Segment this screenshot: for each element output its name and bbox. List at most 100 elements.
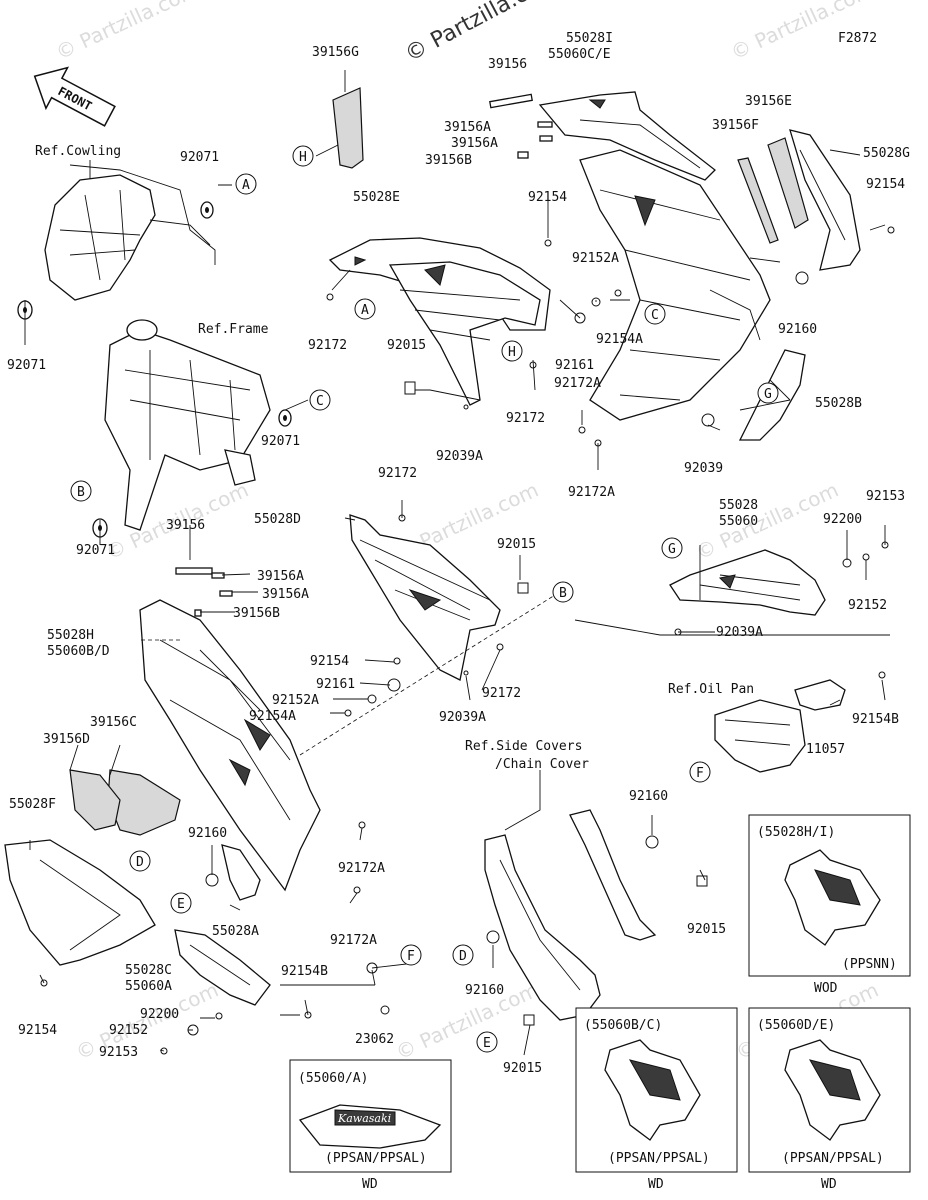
part-label: 39156G <box>312 45 359 60</box>
part-label: 55028F <box>9 797 56 812</box>
callout-F[interactable]: F <box>400 944 422 966</box>
callout-A[interactable]: A <box>235 173 257 195</box>
callout-H[interactable]: H <box>292 145 314 167</box>
part-label: 92154A <box>596 332 643 347</box>
part-label: 92153 <box>99 1045 138 1060</box>
callout-C[interactable]: C <box>309 389 331 411</box>
callout-F[interactable]: F <box>689 761 711 783</box>
side-cover-lower <box>484 834 601 1021</box>
svg-text:G: G <box>668 542 676 557</box>
callout-D[interactable]: D <box>452 944 474 966</box>
ref-oil-pan: Ref.Oil Pan <box>668 682 754 697</box>
part-label: 92154 <box>18 1023 57 1038</box>
part-label: 55028B <box>815 396 862 411</box>
part-label: 55060B/D <box>47 644 110 659</box>
inner-fairing-panel <box>579 149 771 421</box>
svg-text:(55060B/C): (55060B/C) <box>584 1018 662 1033</box>
svg-text:F: F <box>696 766 704 781</box>
side-cover-upper <box>569 809 657 941</box>
part-label: 92154B <box>281 964 328 979</box>
callout-B[interactable]: B <box>70 480 92 502</box>
oil-pan <box>714 699 806 773</box>
part-label: 39156C <box>90 715 137 730</box>
part-label: 55060C/E <box>548 47 611 62</box>
part-labels: 39156G 39156 55028I 55060C/E 39156A 3915… <box>7 31 910 1076</box>
part-label: 92071 <box>7 358 46 373</box>
part-label: 92152A <box>572 251 619 266</box>
part-label: 92153 <box>866 489 905 504</box>
part-label: 92200 <box>140 1007 179 1022</box>
part-label: 92160 <box>778 322 817 337</box>
strip-39156F <box>737 157 779 244</box>
part-label: 55028 <box>719 498 758 513</box>
svg-text:(PPSAN/PPSAL): (PPSAN/PPSAL) <box>782 1151 884 1166</box>
frame <box>104 319 271 531</box>
grommet-92071 <box>278 409 292 427</box>
callout-E[interactable]: E <box>476 1031 498 1053</box>
svg-text:H: H <box>508 345 516 360</box>
pad-39156G <box>332 87 364 169</box>
part-label: 92154A <box>249 709 296 724</box>
leader-lines <box>24 149 890 1056</box>
callout-H[interactable]: H <box>501 340 523 362</box>
svg-text:C: C <box>651 308 659 323</box>
svg-text:E: E <box>177 897 185 912</box>
callout-G[interactable]: G <box>757 382 779 404</box>
callout-E[interactable]: E <box>170 892 192 914</box>
svg-text:C: C <box>316 394 324 409</box>
svg-text:A: A <box>242 178 250 193</box>
ref-side-covers: Ref.Side Covers <box>465 739 582 754</box>
cowling-bracket <box>44 160 216 301</box>
svg-text:WOD: WOD <box>814 981 838 996</box>
part-label: 39156A <box>451 136 498 151</box>
part-label: 39156A <box>257 569 304 584</box>
part-label: 92154 <box>866 177 905 192</box>
part-label: 92152 <box>848 598 887 613</box>
callout-B[interactable]: B <box>552 581 574 603</box>
callout-A[interactable]: A <box>354 298 376 320</box>
part-label: 39156A <box>262 587 309 602</box>
svg-text:(55028H/I): (55028H/I) <box>757 825 835 840</box>
part-label: 55028G <box>863 146 910 161</box>
copyright-text: © Partzilla.com <box>401 0 563 67</box>
svg-text:(55060D/E): (55060D/E) <box>757 1018 835 1033</box>
callout-G[interactable]: G <box>661 537 683 559</box>
strip-39156A <box>537 121 553 128</box>
strip-39156A <box>539 135 553 142</box>
svg-text:D: D <box>459 949 467 964</box>
part-label: 39156D <box>43 732 90 747</box>
bracket-11057 <box>794 679 846 711</box>
part-label: 39156 <box>488 57 527 72</box>
part-label: 92154 <box>310 654 349 669</box>
part-label: 92161 <box>316 677 355 692</box>
part-label: 92152 <box>109 1023 148 1038</box>
grommet-92071 <box>200 201 214 219</box>
strip-39156 <box>489 93 533 109</box>
svg-text:F: F <box>407 949 415 964</box>
front-arrow-icon: FRONT <box>33 66 116 127</box>
svg-text:D: D <box>136 855 144 870</box>
strip-39156-left <box>175 567 213 575</box>
part-label: 39156 <box>166 518 205 533</box>
svg-text:WD: WD <box>821 1177 837 1192</box>
part-label: 92172A <box>338 861 385 876</box>
svg-text:H: H <box>299 150 307 165</box>
callout-C[interactable]: C <box>644 303 666 325</box>
part-label: 55028D <box>254 512 301 527</box>
svg-text:(PPSNN): (PPSNN) <box>842 957 897 972</box>
lower-fairing-55028C <box>174 929 271 1006</box>
strip-39156A-left <box>219 590 233 597</box>
inset-55060BC: (55060B/C) (PPSAN/PPSAL) WD <box>575 1007 738 1192</box>
svg-text:B: B <box>77 485 85 500</box>
side-fairing-55028H <box>139 599 321 892</box>
belly-55028F <box>4 839 156 966</box>
part-label: 11057 <box>806 742 845 757</box>
callout-D[interactable]: D <box>129 850 151 872</box>
callout-circles[interactable]: A A H H C C B B G G F F D D E E <box>70 145 779 1053</box>
strip-39156A-left <box>211 572 225 579</box>
part-label: 92172A <box>330 933 377 948</box>
part-label: 55060 <box>719 514 758 529</box>
part-label: 92172A <box>568 485 615 500</box>
part-label: 92160 <box>465 983 504 998</box>
